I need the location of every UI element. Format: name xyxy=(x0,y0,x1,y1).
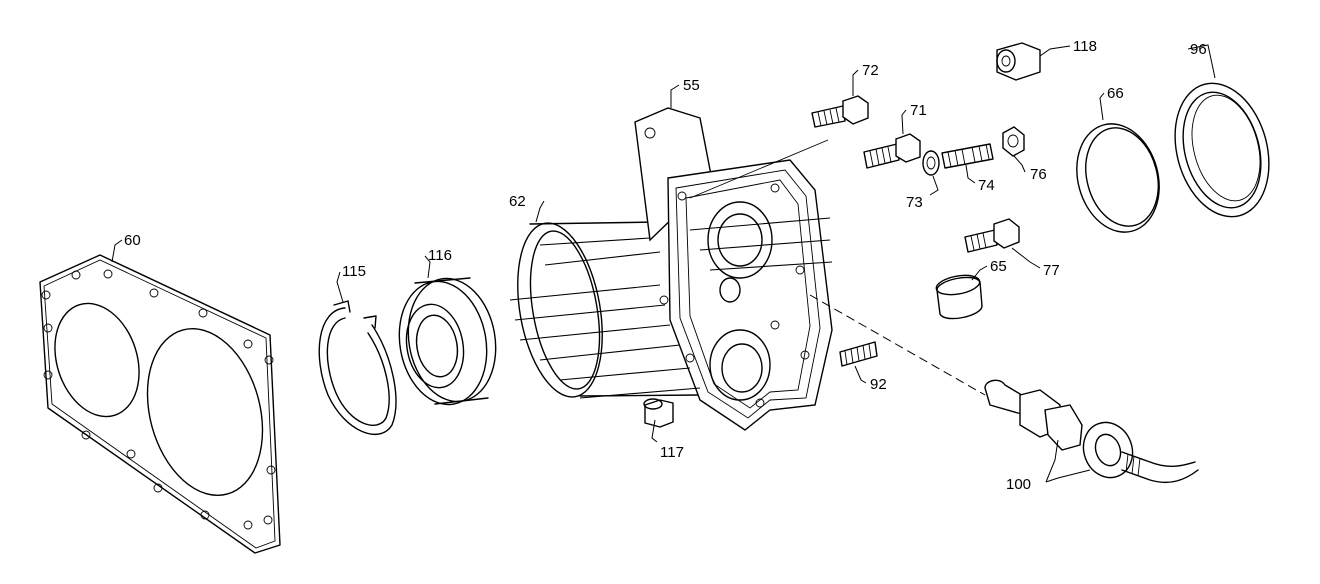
part-65-cup-plug xyxy=(935,274,983,320)
callout-66: 66 xyxy=(1107,85,1124,102)
part-115-snap-ring xyxy=(318,300,397,435)
part-118-bushing xyxy=(996,42,1041,81)
part-92-spring xyxy=(839,341,878,367)
callout-115: 115 xyxy=(342,263,366,280)
callout-77: 77 xyxy=(1043,262,1060,279)
callout-76: 76 xyxy=(1030,166,1047,183)
callout-72: 72 xyxy=(862,62,879,79)
part-62-sleeve xyxy=(517,221,701,398)
part-71-bolt xyxy=(863,133,921,169)
callout-60: 60 xyxy=(124,232,141,249)
part-96-ring xyxy=(1174,82,1270,218)
part-116-bearing xyxy=(398,277,497,406)
callout-116: 116 xyxy=(428,247,452,264)
callout-92: 92 xyxy=(870,376,887,393)
callout-labels: 60 115 116 62 55 117 72 71 73 74 76 77 6… xyxy=(124,38,1207,493)
part-66-ring xyxy=(1076,123,1160,233)
leader-lines xyxy=(111,44,1216,483)
part-55-cover-housing xyxy=(509,107,833,431)
callout-100: 100 xyxy=(1006,476,1031,493)
part-73-washer xyxy=(922,150,940,176)
part-60-gasket xyxy=(39,254,281,554)
part-117-bushing xyxy=(643,398,674,428)
callout-117: 117 xyxy=(660,444,684,461)
callout-96: 96 xyxy=(1190,41,1207,58)
part-77-bolt xyxy=(964,218,1020,253)
center-line xyxy=(809,294,986,396)
callout-118: 118 xyxy=(1073,38,1097,55)
part-76-nut xyxy=(1002,126,1025,157)
part-74-stud xyxy=(941,143,994,169)
callout-73: 73 xyxy=(906,194,923,211)
callout-65: 65 xyxy=(990,258,1007,275)
callout-71: 71 xyxy=(910,102,927,119)
part-100-hose-fitting xyxy=(984,379,1199,484)
callout-62: 62 xyxy=(509,193,526,210)
part-72-bolt xyxy=(811,95,869,128)
callout-74: 74 xyxy=(978,177,995,194)
callout-55: 55 xyxy=(683,77,700,94)
